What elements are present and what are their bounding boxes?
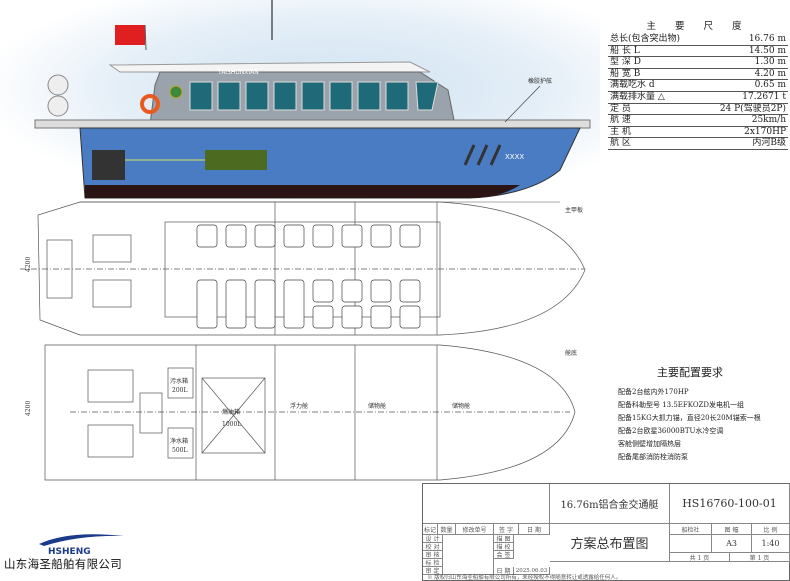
role-trace: 描 图 — [494, 535, 514, 543]
role-countersign: 会 签 — [494, 551, 514, 559]
page-number: 第 1 页 — [730, 553, 790, 562]
logo-brand: HSHENG — [48, 547, 91, 556]
spec-row: 满载排水量 △17.2671 t — [608, 91, 788, 104]
config-item: 配备2台舷内外170HP — [618, 388, 689, 396]
deck-plans: 主甲板 4200 舱底 4200 燃油箱 1000L 污水箱 200L 净水箱 … — [20, 201, 586, 481]
header-sign: 签 字 — [494, 524, 519, 535]
fuel-tank-label: 燃油箱 — [222, 408, 240, 416]
passenger-seat — [370, 279, 392, 303]
passenger-seat — [312, 279, 334, 303]
fresh-water-tank-capacity: 500L — [172, 447, 187, 454]
specs-title: 主 要 尺 度 — [646, 21, 750, 32]
role-proofread: 校 对 — [423, 543, 443, 551]
storage-compartment-label: 储物舱 — [368, 402, 386, 410]
sewage-tank-capacity: 200L — [172, 387, 187, 394]
fresh-water-tank-label: 净水箱 — [170, 437, 188, 445]
passenger-seat — [341, 305, 363, 329]
fuel-tank-capacity: 1000L — [222, 421, 241, 428]
ship-name: TAISHUNXIAN — [217, 69, 259, 76]
role-standard-check: 标 检 — [423, 559, 443, 567]
sheet-size: A3 — [712, 535, 752, 553]
passenger-seat — [254, 224, 276, 248]
passenger-seat — [370, 224, 392, 248]
buoyancy-compartment-label: 浮力舱 — [290, 402, 308, 410]
config-item: 配备科勒型号 13.5EFKOZD发电机一组 — [618, 401, 745, 409]
passenger-seat — [254, 279, 276, 329]
company-name: 山东海圣船舶有限公司 — [4, 557, 122, 571]
company-logo: HSHENG 山东海圣船舶有限公司 — [4, 532, 139, 572]
bottom-outline — [44, 344, 576, 481]
drawing-number: HS16760-100-01 — [670, 484, 790, 524]
passenger-seat — [399, 305, 421, 329]
logo-swoosh-icon: HSHENG — [39, 534, 124, 556]
config-title: 主要配置要求 — [657, 366, 723, 379]
role-design: 设 计 — [423, 535, 443, 543]
bottom-beam-dimension: 4200 — [25, 401, 32, 416]
header-mark: 标记 — [423, 524, 438, 535]
main-deck-outline — [37, 201, 586, 336]
header-change-no: 修改单号 — [456, 524, 494, 535]
passenger-seat — [399, 224, 421, 248]
hull-number: XXXX — [505, 153, 524, 161]
header-date: 日 期 — [519, 524, 550, 535]
passenger-seat — [283, 224, 305, 248]
spec-row: 航 区内河B级 — [608, 138, 788, 150]
passenger-seat — [196, 224, 218, 248]
config-item: 配备尾部消防栓消防泵 — [618, 453, 688, 461]
beam-dimension: 4200 — [25, 257, 32, 272]
flag-icon — [115, 25, 145, 45]
main-deck-label: 主甲板 — [565, 206, 583, 214]
sewage-tank-label: 污水箱 — [170, 377, 188, 385]
copyright-note: ※ 版权归山东海圣船舶有限公司所有，未经授权不得随意转让或透露给任何人。 — [427, 575, 622, 581]
bottom-label: 舱底 — [565, 349, 577, 357]
passenger-seat — [399, 279, 421, 303]
passenger-seat — [225, 224, 247, 248]
passenger-seat — [225, 279, 247, 329]
passenger-seat — [312, 224, 334, 248]
header-class-society: 船检社 — [670, 524, 712, 535]
header-sheet-size: 图 幅 — [712, 524, 752, 535]
passenger-seat — [370, 305, 392, 329]
passenger-seat — [312, 305, 334, 329]
role-review: 审 核 — [423, 551, 443, 559]
header-scale: 比 例 — [752, 524, 790, 535]
side-elevation: TAISHUNXIAN XXXX 橡胶护舷 — [34, 0, 591, 203]
config-item: 配备15KG大抓力锚，直径20长20M锚索一根 — [618, 414, 761, 422]
passenger-seat — [283, 279, 305, 329]
fender-label: 橡胶护舷 — [528, 77, 552, 85]
config-item: 配备2台欧星36000BTU水冷空调 — [618, 427, 724, 435]
total-pages: 共 1 页 — [670, 553, 730, 562]
header-qty: 数量 — [438, 524, 456, 535]
lifebuoy-icon — [140, 94, 160, 114]
main-configuration: 主要配置要求 配备2台舷内外170HP 配备科勒型号 13.5EFKOZD发电机… — [590, 364, 790, 464]
drawing-name: 方案总布置图 — [550, 524, 670, 562]
role-trace-check: 描 校 — [494, 543, 514, 551]
scale: 1:40 — [752, 535, 790, 553]
drawing-date: 2025.06.03 — [514, 567, 550, 575]
role-approve: 审 定 — [423, 567, 443, 575]
project-name: 16.76m铝合金交通艇 — [550, 484, 670, 524]
passenger-seat — [341, 224, 363, 248]
storage-compartment-label: 储物舱 — [452, 402, 470, 410]
passenger-seat — [196, 279, 218, 329]
spec-row: 总长(包含突出物)16.76 m — [608, 34, 788, 46]
config-item: 客舱侧壁增加隔热层 — [618, 440, 681, 448]
title-block: 标记 数量 修改单号 签 字 日 期 设 计 校 对 审 核 标 检 审 定 描… — [422, 483, 790, 581]
passenger-seat — [341, 279, 363, 303]
role-date: 日 期 — [494, 567, 514, 575]
